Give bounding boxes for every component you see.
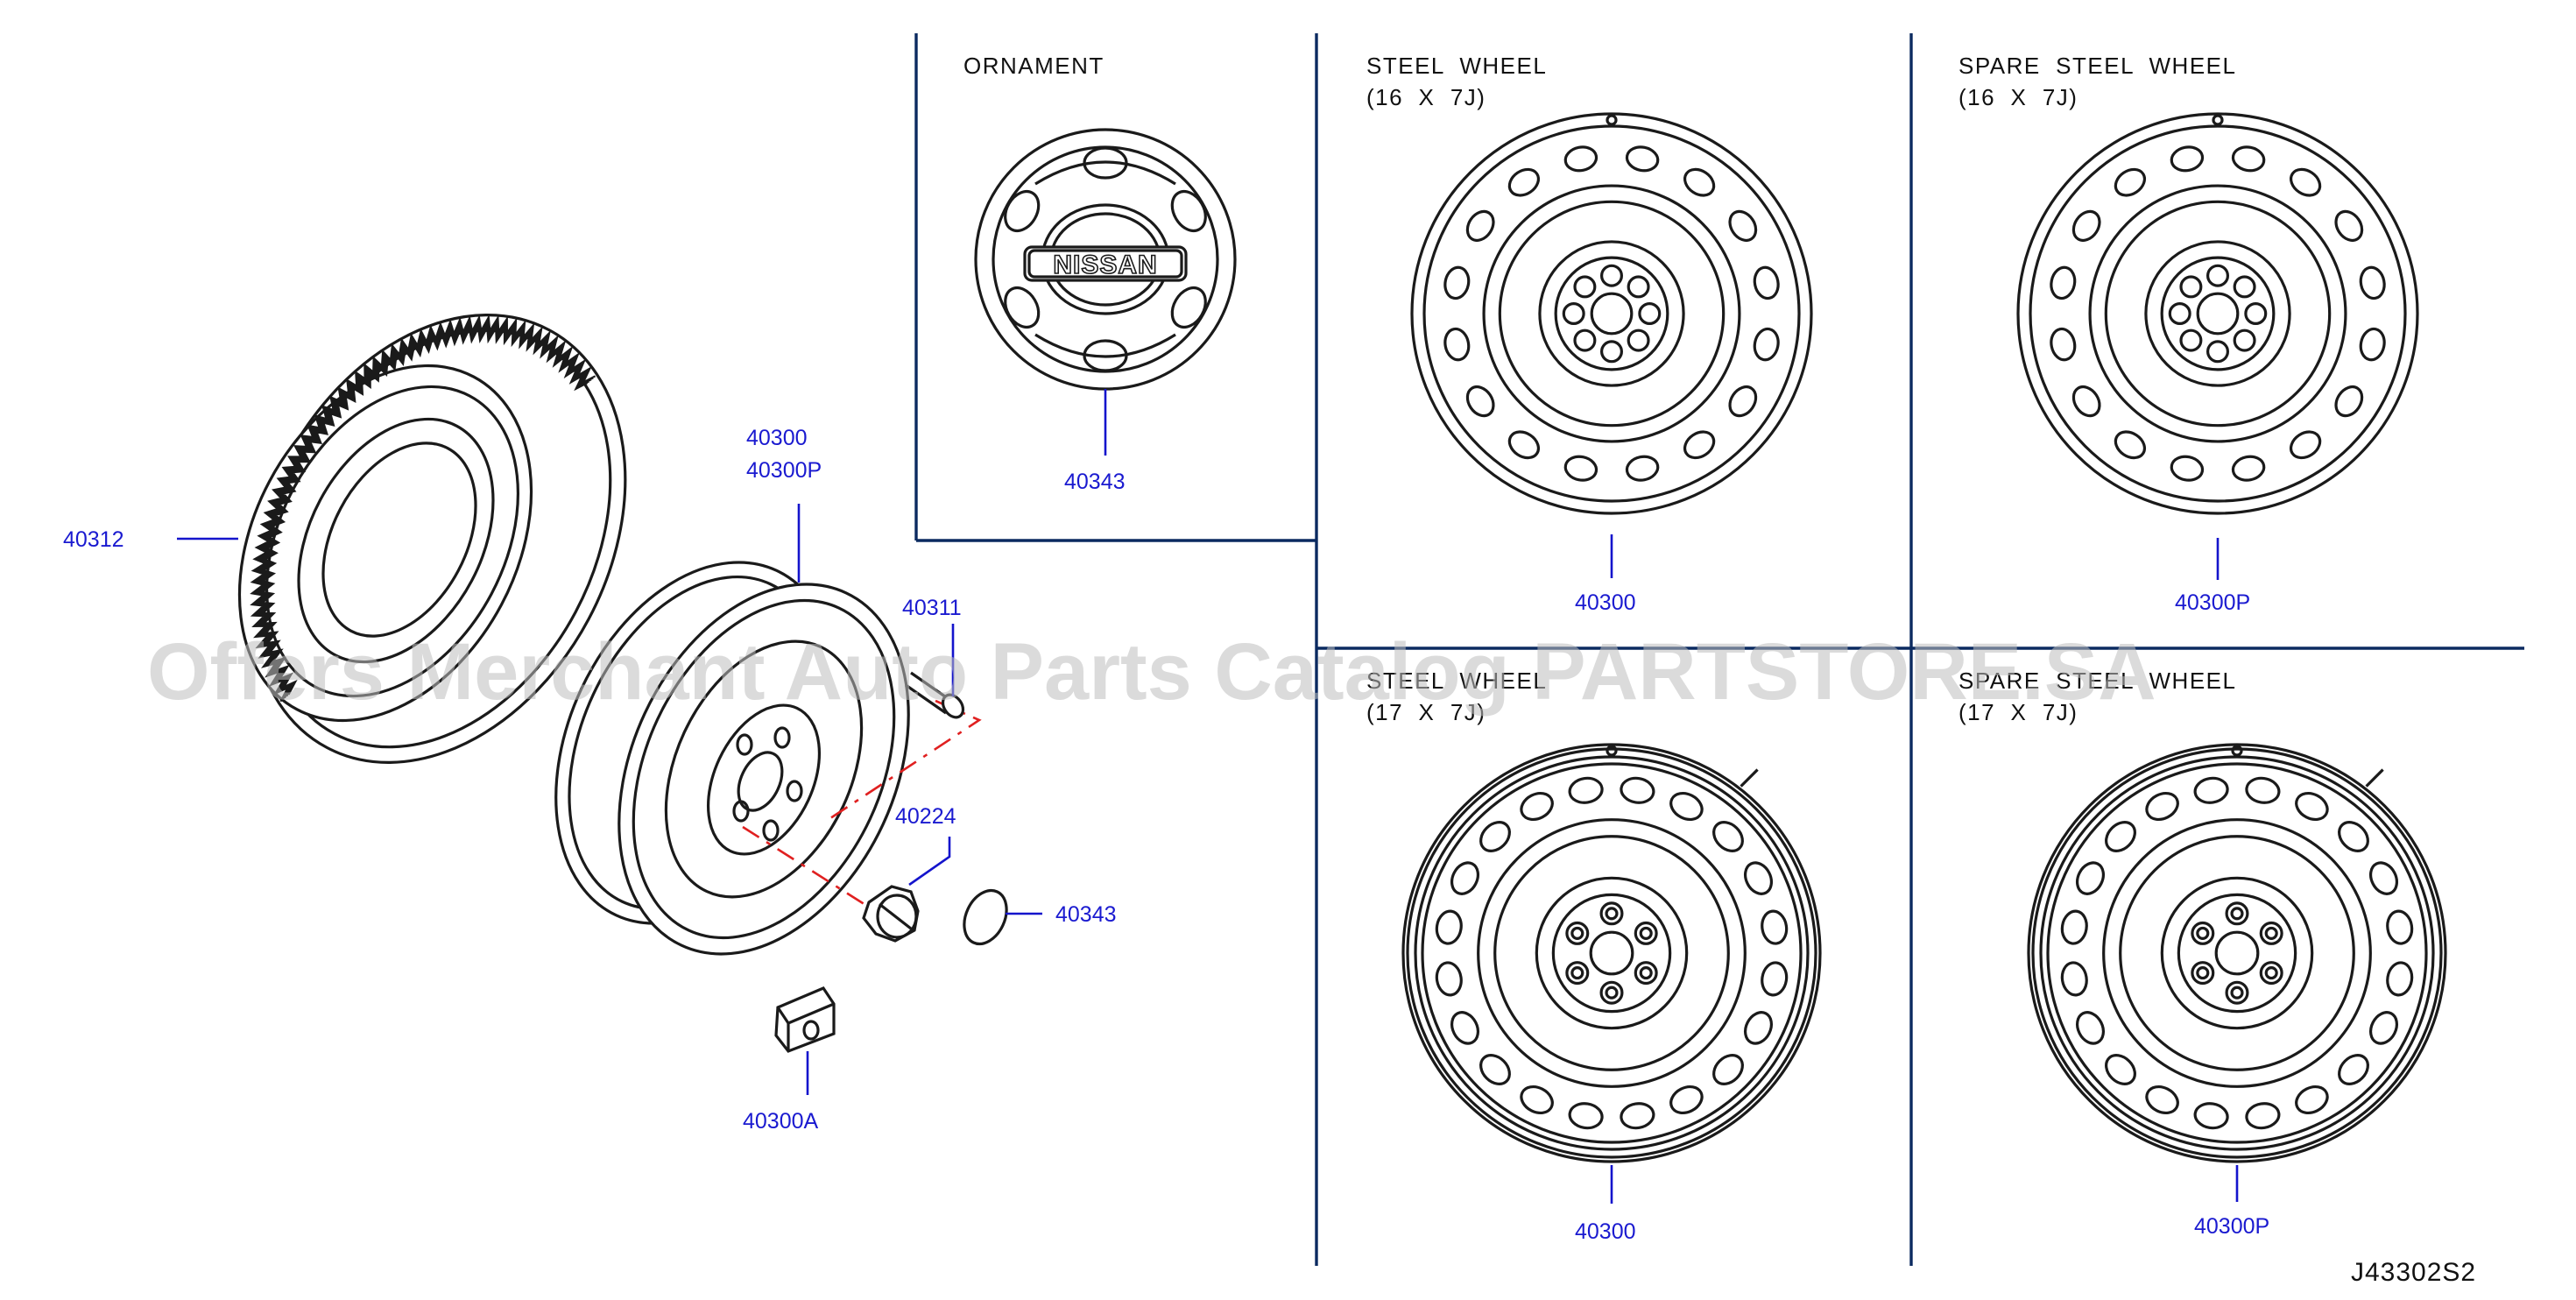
steel-wheel-16-title: STEEL WHEEL: [1366, 53, 1547, 79]
spare-steel-wheel-17-size: (17 X 7J): [1958, 699, 2078, 725]
part-number-valve[interactable]: 40311: [902, 596, 962, 620]
lug-nut-drawing: [862, 885, 920, 943]
steel-wheel-17-title: STEEL WHEEL: [1366, 668, 1547, 694]
diagram-code: J43302S2: [2351, 1258, 2476, 1287]
spare-steel-wheel-17-drawing: [2027, 743, 2447, 1163]
spare-steel-wheel-16-size: (16 X 7J): [1958, 84, 2078, 110]
panel-dividers: [914, 33, 2524, 1266]
steel-wheel-16-drawing: [1410, 112, 1813, 515]
part-number-wheel[interactable]: 40300: [746, 426, 808, 450]
part-number-spare-16[interactable]: 40300P: [2175, 590, 2250, 615]
watermark: Offers Merchant Auto Parts Catalog PARTS…: [147, 627, 2156, 717]
ornament-title: ORNAMENT: [963, 53, 1105, 79]
part-number-steel-16[interactable]: 40300: [1575, 590, 1636, 615]
part-number-spare-17[interactable]: 40300P: [2194, 1214, 2269, 1239]
leader-lines: [177, 389, 2239, 1204]
tire-drawing: [237, 314, 627, 764]
ornament-brand-text: NISSAN: [1053, 251, 1157, 279]
steel-wheel-17-size: (17 X 7J): [1366, 699, 1486, 725]
part-number-weight[interactable]: 40300A: [743, 1109, 819, 1134]
wheel-drawing: [554, 561, 910, 956]
spare-steel-wheel-17-title: SPARE STEEL WHEEL: [1958, 668, 2236, 694]
part-number-cap[interactable]: 40343: [1055, 902, 1117, 927]
part-number-wheel-spare[interactable]: 40300P: [746, 458, 822, 483]
ornament-drawing: NISSAN: [974, 128, 1237, 391]
part-number-ornament[interactable]: 40343: [1064, 470, 1126, 494]
steel-wheel-16-size: (16 X 7J): [1366, 84, 1486, 110]
part-number-tire[interactable]: 40312: [63, 527, 124, 552]
part-number-steel-17[interactable]: 40300: [1575, 1219, 1636, 1244]
small-cap-drawing: [963, 888, 1008, 946]
part-number-nut[interactable]: 40224: [895, 804, 956, 829]
spare-steel-wheel-16-drawing: [2016, 112, 2419, 515]
steel-wheel-17-drawing: [1401, 743, 1822, 1163]
valve-stem-drawing: [905, 671, 965, 719]
balance-weight-drawing: [774, 986, 836, 1053]
spare-steel-wheel-16-title: SPARE STEEL WHEEL: [1958, 53, 2236, 79]
